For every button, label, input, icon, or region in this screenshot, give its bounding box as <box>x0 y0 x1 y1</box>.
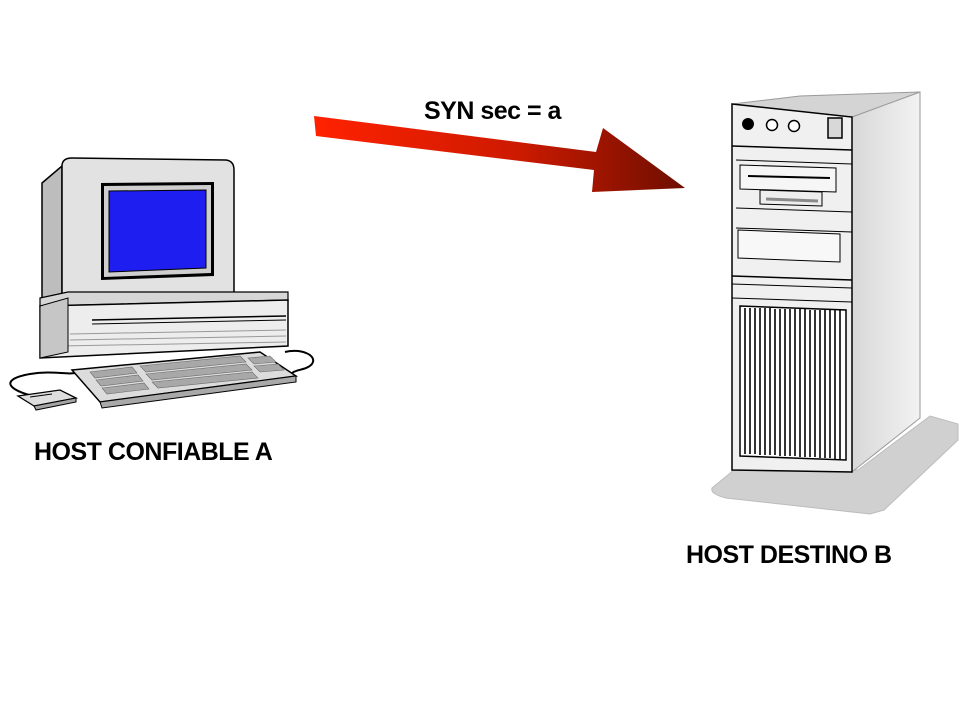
keyboard-keys <box>89 355 285 395</box>
vent-grille <box>744 308 841 459</box>
host-b-label: HOST DESTINO B <box>686 541 892 569</box>
syn-arrow <box>314 116 685 192</box>
message-label: SYN sec = a <box>424 97 561 125</box>
desktop-computer-icon <box>9 157 315 411</box>
monitor-screen <box>108 189 207 273</box>
power-button <box>742 118 754 130</box>
tower-server-icon <box>711 91 959 515</box>
host-a-label: HOST CONFIABLE A <box>34 438 273 466</box>
arrow-right-icon <box>314 116 685 192</box>
